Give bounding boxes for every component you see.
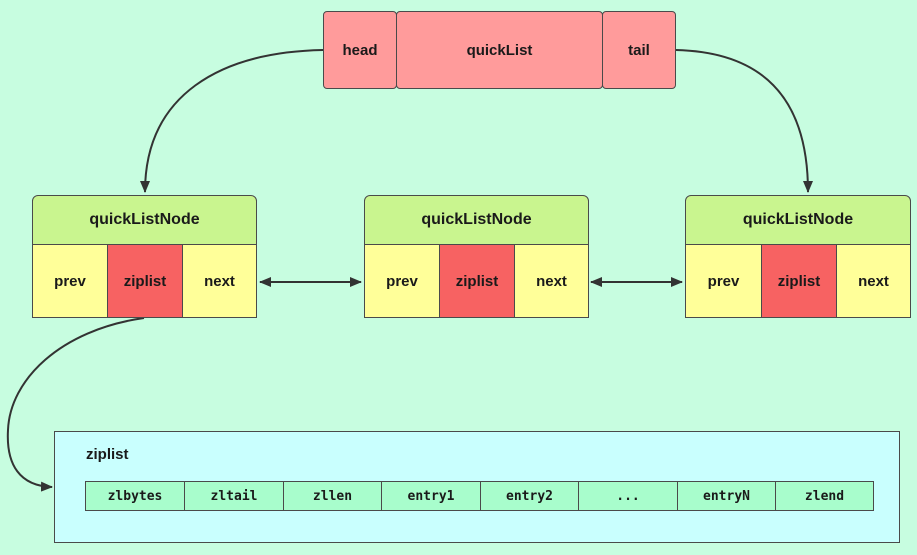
quicklist-head-field: head xyxy=(323,11,397,89)
quicklistnode-1-prev: prev xyxy=(32,244,108,318)
ziplist-cell-ellipsis: ... xyxy=(578,481,678,511)
quicklistnode-1-next: next xyxy=(182,244,257,318)
ziplist-cell-zlbytes: zlbytes xyxy=(85,481,185,511)
quicklistnode-1-title: quickListNode xyxy=(32,195,257,245)
ziplist-cell-entry2: entry2 xyxy=(480,481,579,511)
quicklistnode-1-ziplist: ziplist xyxy=(107,244,183,318)
ziplist-cell-zlend: zlend xyxy=(775,481,874,511)
quicklistnode-3-ziplist: ziplist xyxy=(761,244,837,318)
ziplist-cell-zllen: zllen xyxy=(283,481,382,511)
quicklistnode-3-title: quickListNode xyxy=(685,195,911,245)
ziplist-arrow xyxy=(6,317,145,492)
quicklistnode-3-prev: prev xyxy=(685,244,762,318)
ziplist-cell-entry1: entry1 xyxy=(381,481,481,511)
quicklistnode-2-prev: prev xyxy=(364,244,440,318)
ziplist-title: ziplist xyxy=(86,446,129,463)
tail-arrow xyxy=(675,49,813,193)
quicklist-title: quickList xyxy=(396,11,603,89)
quicklistnode-2-next: next xyxy=(514,244,589,318)
ziplist-cell-zltail: zltail xyxy=(184,481,284,511)
quicklistnode-3-next: next xyxy=(836,244,911,318)
quicklistnode-2-title: quickListNode xyxy=(364,195,589,245)
ziplist-cell-entryN: entryN xyxy=(677,481,776,511)
quicklistnode-2-ziplist: ziplist xyxy=(439,244,515,318)
quicklist-tail-field: tail xyxy=(602,11,676,89)
head-arrow xyxy=(140,49,324,193)
